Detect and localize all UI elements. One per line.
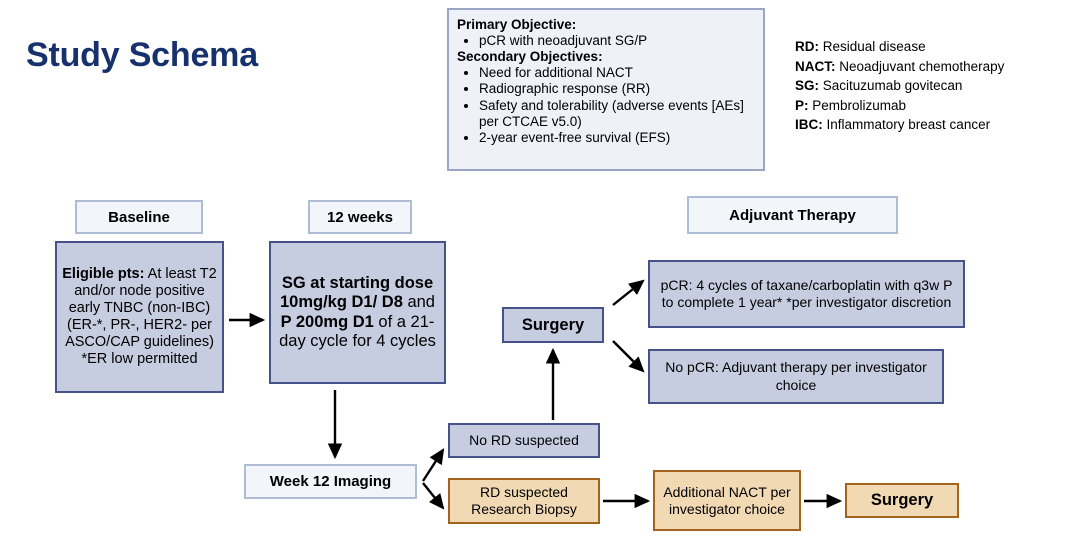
eligible-patients-box: Eligible pts: At least T2 and/or node po… (55, 241, 224, 393)
primary-objective-heading: Primary Objective: (457, 17, 577, 32)
treatment-seg-4: of a 21-day cycle for 4 cycles (279, 312, 436, 351)
arrow-imaging-to-rd-biopsy (422, 482, 445, 510)
treatment-regimen-box: SG at starting dose 10mg/kg D1/ D8 and P… (269, 241, 446, 384)
treatment-seg-2: and (402, 293, 435, 311)
phase-header-12-weeks: 12 weeks (308, 200, 412, 234)
legend-definition: Inflammatory breast cancer (826, 117, 991, 132)
secondary-objective-item: Safety and tolerability (adverse events … (479, 98, 755, 130)
phase-header-adjuvant-therapy: Adjuvant Therapy (687, 196, 898, 234)
legend-abbr: RD: (795, 39, 819, 54)
legend-definition: Residual disease (822, 39, 926, 54)
primary-objective-item: pCR with neoadjuvant SG/P (479, 33, 755, 49)
phase-header-baseline: Baseline (75, 200, 203, 234)
arrow-surgery-to-pcr (612, 279, 645, 306)
no-rd-suspected-box: No RD suspected (448, 423, 600, 458)
arrow-surgery-to-no-pcr (612, 340, 645, 373)
treatment-seg-1: SG at starting dose 10mg/kg D1/ D8 (279, 273, 434, 312)
secondary-objective-item: Need for additional NACT (479, 65, 755, 81)
page-title: Study Schema (26, 36, 258, 74)
week-12-imaging-box: Week 12 Imaging (244, 464, 417, 499)
eligible-body: At least T2 and/or node positive early T… (65, 266, 217, 367)
additional-nact-box: Additional NACT per investigator choice (653, 470, 801, 531)
legend-definition: Sacituzumab govitecan (822, 78, 963, 93)
arrow-imaging-to-no-rd (421, 448, 445, 482)
no-pcr-adjuvant-box: No pCR: Adjuvant therapy per investigato… (648, 349, 944, 404)
eligible-lead: Eligible pts: (62, 266, 145, 282)
pcr-adjuvant-box: pCR: 4 cycles of taxane/carboplatin with… (648, 260, 965, 328)
legend-abbr: P: (795, 97, 809, 113)
legend-item-rd: RD: Residual disease (795, 37, 1075, 57)
legend-item-nact: NACT: Neoadjuvant chemotherapy (795, 57, 1075, 77)
legend-abbr: SG: (795, 78, 820, 93)
legend-abbr: IBC: (795, 117, 823, 132)
secondary-objectives-list: Need for additional NACT Radiographic re… (457, 65, 755, 146)
surgery-box-secondary: Surgery (845, 483, 959, 518)
secondary-objective-item: 2-year event-free survival (EFS) (479, 130, 755, 146)
secondary-objectives-heading: Secondary Objectives: (457, 49, 603, 65)
treatment-seg-3: P 200mg D1 (280, 312, 374, 331)
rd-suspected-biopsy-box: RD suspected Research Biopsy (448, 478, 600, 524)
legend-definition: Pembrolizumab (812, 97, 907, 113)
surgery-box-primary: Surgery (502, 307, 604, 343)
legend-item-sg: SG: Sacituzumab govitecan (795, 76, 1075, 96)
abbreviation-legend: RD: Residual disease NACT: Neoadjuvant c… (795, 37, 1075, 135)
secondary-objective-item: Radiographic response (RR) (479, 81, 755, 97)
legend-item-ibc: IBC: Inflammatory breast cancer (795, 115, 1075, 135)
legend-item-p: P: Pembrolizumab (795, 96, 1075, 116)
legend-definition: Neoadjuvant chemotherapy (839, 58, 1005, 74)
legend-abbr: NACT: (795, 58, 836, 74)
objectives-panel: Primary Objective: pCR with neoadjuvant … (447, 8, 765, 171)
primary-objective-list: pCR with neoadjuvant SG/P (457, 33, 755, 49)
